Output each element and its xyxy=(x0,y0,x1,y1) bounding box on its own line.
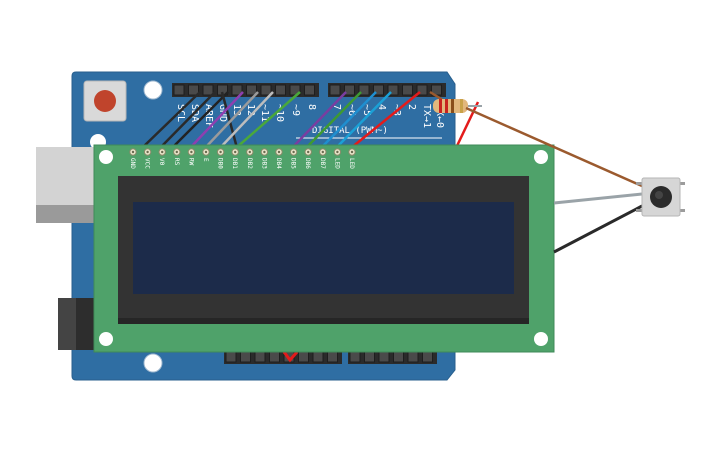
mounting-hole xyxy=(143,353,163,373)
lcd-pin-hole xyxy=(234,150,237,154)
lcd-pin-hole xyxy=(336,150,339,154)
lcd-pin-hole xyxy=(204,150,208,154)
reset-button-icon[interactable] xyxy=(83,80,127,122)
lcd-pin-hole xyxy=(131,150,135,154)
lcd-bezel-shadow xyxy=(118,318,529,324)
header-socket[interactable] xyxy=(344,84,355,96)
header-pin-label: 2 xyxy=(406,104,417,110)
header-socket[interactable] xyxy=(188,84,199,96)
lcd-pin-label: RW xyxy=(187,158,194,166)
lcd-pin-label: DB0 xyxy=(217,158,224,169)
lcd-pin-hole xyxy=(248,150,251,154)
wire-gray xyxy=(553,192,643,205)
lcd-pin-label: DB6 xyxy=(304,158,311,169)
header-pin-label: SCL xyxy=(175,104,186,122)
header-socket[interactable] xyxy=(416,84,428,96)
header-pin-label: ~11 xyxy=(259,104,270,122)
header-pin-label: TX→1 xyxy=(421,104,432,128)
lcd-pin-label: VCC xyxy=(144,158,151,169)
header-socket[interactable] xyxy=(275,84,286,96)
resistor-icon[interactable] xyxy=(433,99,482,113)
lcd-pin-label: LED xyxy=(348,158,355,169)
lcd-screen xyxy=(133,202,514,294)
header-socket[interactable] xyxy=(358,84,370,96)
lcd-pin-label: DB3 xyxy=(260,158,267,169)
header-socket[interactable] xyxy=(246,84,257,96)
header-socket[interactable] xyxy=(260,84,272,96)
power-socket[interactable] xyxy=(269,351,280,363)
header-socket[interactable] xyxy=(231,84,243,96)
analog-socket[interactable] xyxy=(364,351,375,363)
header-pin-label: RX←0 xyxy=(434,104,445,128)
lcd-pin-hole xyxy=(190,150,193,154)
power-socket[interactable] xyxy=(240,351,251,363)
wire-black xyxy=(553,204,643,254)
header-pin-label: 13 xyxy=(231,104,242,116)
lcd-pin-label: DB1 xyxy=(231,158,238,169)
lcd-pin-hole xyxy=(161,150,164,154)
header-socket[interactable] xyxy=(173,84,185,96)
lcd-mounting-hole xyxy=(534,150,548,164)
lcd-pin-label: RS xyxy=(173,158,180,166)
header-pin-label: 7 xyxy=(331,104,342,110)
header-pin-label: ~9 xyxy=(290,104,301,116)
header-pin-label: AREF xyxy=(203,104,214,128)
red-wire-stub xyxy=(282,351,299,363)
power-socket[interactable] xyxy=(312,351,324,363)
lcd-pin-hole xyxy=(292,150,295,154)
pushbutton-icon[interactable] xyxy=(636,177,685,217)
lcd-pin-label: DB7 xyxy=(319,158,326,169)
wire-brown xyxy=(465,106,643,188)
power-socket[interactable] xyxy=(298,351,309,363)
analog-socket[interactable] xyxy=(349,351,361,363)
analog-socket[interactable] xyxy=(407,351,419,363)
power-socket[interactable] xyxy=(254,351,266,363)
analog-socket[interactable] xyxy=(378,351,390,363)
lcd-pin-row[interactable]: GND VCC V0 RS RW E DB0 DB1 DB2 DB3 DB4 DB5 DB6 DB7 LED… xyxy=(129,148,356,169)
lcd-pin-label: DB2 xyxy=(246,158,253,169)
header-pin-label: ~5 xyxy=(361,104,372,116)
lcd-pin-hole xyxy=(277,150,281,154)
header-pin-label: ~10 xyxy=(274,104,285,122)
header-socket[interactable] xyxy=(202,84,214,96)
lcd-pin-label: V0 xyxy=(158,158,165,166)
lcd-pin-hole xyxy=(350,150,354,154)
power-socket[interactable] xyxy=(225,351,237,363)
lcd-pin-label: DB5 xyxy=(290,158,297,169)
lcd-pin-label: E xyxy=(202,158,209,162)
analog-pin-header[interactable] xyxy=(348,350,437,364)
lcd-pin-hole xyxy=(263,150,266,154)
mounting-hole xyxy=(143,80,163,100)
lcd-mounting-hole xyxy=(534,332,548,346)
lcd-pin-label: GND xyxy=(129,158,136,169)
lcd-pin-label: LED xyxy=(333,158,340,169)
lcd-mounting-hole xyxy=(99,150,113,164)
lcd-pin-hole xyxy=(219,150,222,154)
header-socket[interactable] xyxy=(402,84,413,96)
lcd-pin-hole xyxy=(307,150,310,154)
lcd-pin-hole xyxy=(175,150,178,154)
lcd-pin-label: DB4 xyxy=(275,158,282,169)
lcd-16x2-module[interactable]: GND VCC V0 RS RW E DB0 DB1 DB2 DB3 DB4 DB5 DB6 DB7 LED… xyxy=(93,144,555,353)
header-pin-label: ~6 xyxy=(346,104,357,116)
analog-socket[interactable] xyxy=(393,351,404,363)
header-socket[interactable] xyxy=(373,84,384,96)
header-pin-label: 4 xyxy=(376,104,387,110)
lcd-pin-hole xyxy=(321,150,324,154)
jumper-wires xyxy=(141,90,480,149)
header-socket[interactable] xyxy=(329,84,341,96)
header-socket[interactable] xyxy=(387,84,399,96)
header-pin-label: 12 xyxy=(245,104,256,116)
header-pin-label: 8 xyxy=(306,104,317,110)
header-socket[interactable] xyxy=(304,84,315,96)
analog-socket[interactable] xyxy=(422,351,433,363)
lcd-mounting-hole xyxy=(99,332,113,346)
digital-pwm-label: DIGITAL (PWM~) xyxy=(312,126,388,136)
power-socket[interactable] xyxy=(327,351,338,363)
usb-connector xyxy=(36,147,98,223)
lcd-pin-hole xyxy=(146,150,149,154)
